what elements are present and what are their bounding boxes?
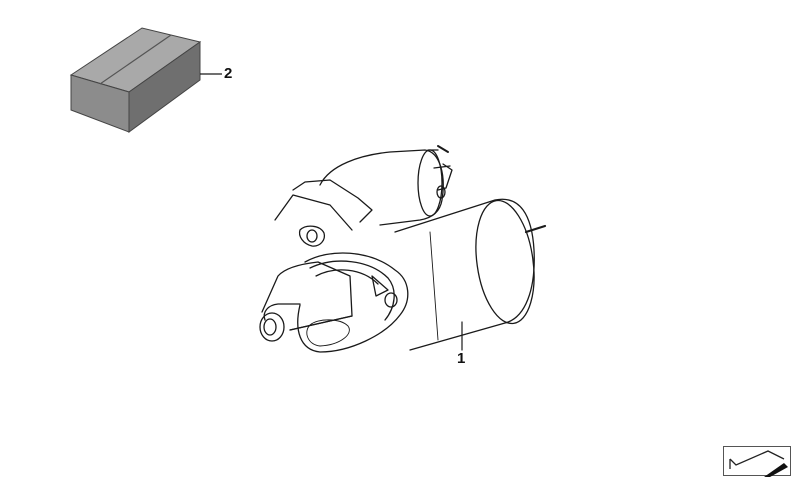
exploded-view-badge[interactable] — [723, 446, 791, 477]
part-1-starter-motor[interactable] — [259, 145, 547, 353]
callout-1-label[interactable]: 1 — [457, 350, 466, 367]
callout-2-label[interactable]: 2 — [224, 65, 233, 82]
part-2-box[interactable] — [69, 27, 222, 133]
